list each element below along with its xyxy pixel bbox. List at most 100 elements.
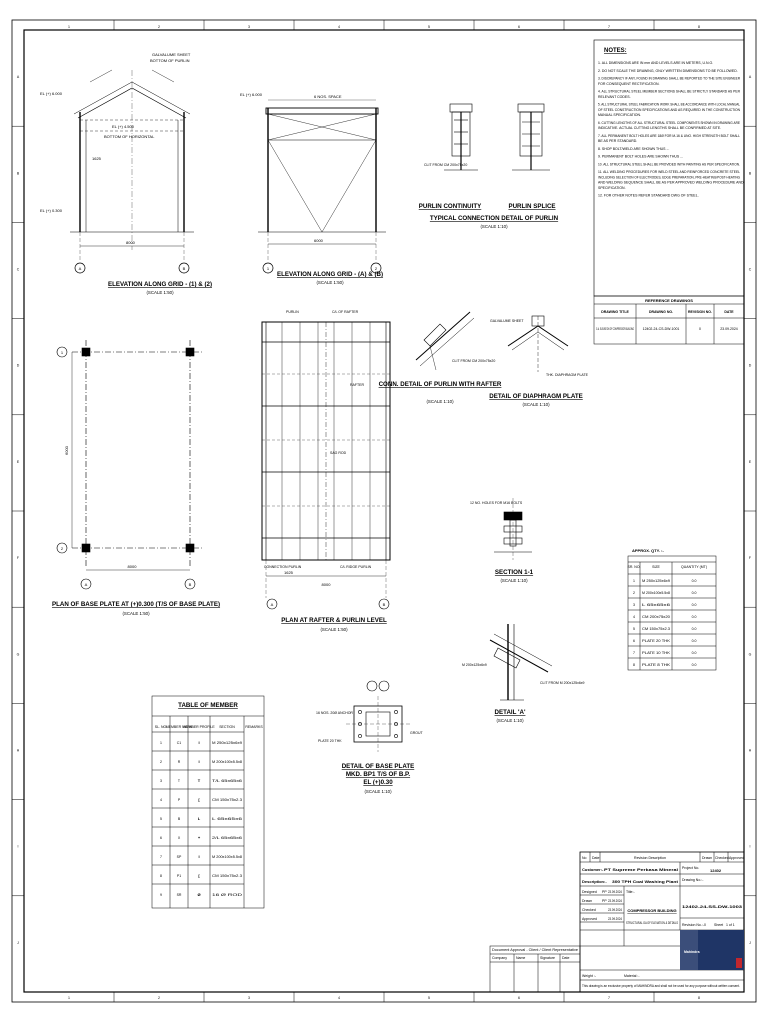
bp-plan-scale: (SCALE 1:50) (122, 611, 150, 616)
dp-title: DETAIL OF DIAPHRAGM PLATE (489, 393, 583, 400)
member-cell: 1 (160, 741, 162, 745)
member-cell: T (198, 778, 201, 783)
note-item-6: 6. CUTTING LENGTHS OF ALL STRUCTURAL STE… (598, 121, 741, 125)
border-row-label-right: E (749, 460, 752, 464)
tb-rev-date: Date (592, 856, 599, 860)
border-col-label-top: 7 (608, 25, 610, 29)
s11-scale: (SCALE 1:10) (500, 578, 528, 583)
tb-weight-label: Weight :- (582, 974, 597, 978)
reference-drawings-table (593, 295, 745, 345)
tb-rev-desc: Revision Description (634, 856, 666, 860)
qty-cell-quantity: 0.0 (692, 651, 697, 655)
border-col-label-top: 6 (518, 25, 520, 29)
note-item-9: 9. PERMANENT BOLT HOLES ARE SHOWN THUS .… (598, 155, 683, 159)
border-col-label-top: 5 (428, 25, 430, 29)
tb-disclaimer: This drawing is an exclusive property of… (582, 984, 740, 988)
qty-cell-sr: 4 (633, 615, 635, 619)
border-row-label-left: J (17, 941, 19, 945)
member-col-header: SL. NO. (155, 725, 167, 729)
dp-scale: (SCALE 1:10) (522, 402, 550, 407)
pr-scale: (SCALE 1:10) (426, 399, 454, 404)
member-cell: + (198, 835, 201, 840)
ref-row-date: 23.09.2024 (720, 327, 738, 331)
sign-row-role: Approved (582, 917, 597, 921)
border-col-label-bottom: 2 (158, 996, 160, 1000)
qty-cell-size: M 250x125x6x9 (642, 579, 670, 583)
member-cell: 5 (160, 817, 162, 821)
bp-grid-1: 1 (61, 350, 64, 355)
sign-row-role: Checked (582, 908, 596, 912)
note-item-4: 4. ALL STRUCTURAL STEEL MEMBER SECTIONS … (598, 90, 740, 94)
base-plate-detail (346, 680, 410, 752)
diaphragm-plate-detail (507, 315, 569, 372)
tb-title: COMPRESSOR BUILDING (627, 908, 676, 913)
tb-rev-drawn: Drawn (702, 856, 712, 860)
tb-description-label: Description:- (582, 879, 607, 884)
tb-sheet: 1 of 1 (726, 923, 735, 927)
member-cell: P (178, 798, 181, 802)
elev1-note-sheet: GALVALUME SHEET (152, 52, 191, 57)
member-cell: M 250x125x6x9 (212, 741, 242, 745)
elev1-dim-left: 1625 (92, 156, 102, 161)
member-cell: T/L 65x65x6 (212, 779, 242, 783)
elev2-level: EL (+) 6.000 (240, 92, 263, 97)
ref-col-date: DATE (724, 310, 734, 314)
note-item-2: 2. DO NOT SCALE THE DRAWING, ONLY WRITTE… (598, 69, 738, 73)
tb-approval-heading: Document Approval - Client / Client Repr… (492, 948, 578, 952)
qty-col-sr: SR. NO. (627, 565, 640, 569)
purlin-rafter-conn-detail (415, 311, 475, 371)
member-col-header: REMARKS (245, 725, 263, 729)
rp-grid-b: B (383, 602, 386, 607)
border-col-label-top: 8 (698, 25, 700, 29)
rp-scale: (SCALE 1:50) (320, 627, 348, 632)
border-col-label-bottom: 8 (698, 996, 700, 1000)
member-col-header: SECTION (219, 725, 235, 729)
member-col-header: MEMBER PROFILE (183, 725, 215, 729)
tb-approval-name: Name (516, 956, 525, 960)
note-item-5: MANUAL SPECIFICATION. (598, 113, 641, 117)
tb-material-label: Material :- (624, 974, 640, 978)
border-row-label-left: C (17, 268, 20, 272)
tb-drawing-no: 12402-24-SS-DW-1003 (682, 904, 743, 909)
elev1-note-purlin: BOTTOM OF PURLIN (150, 58, 190, 63)
member-cell: SR (177, 893, 182, 897)
tb-company-logo: Mahindra (684, 950, 700, 954)
note-item-1: 1. ALL DIMENSIONS ARE IN mm AND LEVELS A… (598, 61, 713, 65)
elev2-top-dim: 6 NOS. SPACE (314, 94, 342, 99)
ref-row-revision: 0 (699, 327, 701, 331)
purlin-cleat-note: CLIT FROM CM 200x75x20 (424, 163, 467, 167)
rp-label-connection: CONNECTION PURLIN (264, 565, 302, 569)
member-cell: CM 150x75x2.3 (212, 874, 242, 878)
member-cell: CM 150x75x2.3 (212, 798, 242, 802)
border-row-label-right: J (749, 941, 751, 945)
elev1-note-horizontal: BOTTOM OF HORIZONTAL (104, 134, 155, 139)
qty-cell-size: CM 200x75x20 (642, 615, 670, 619)
qty-cell-quantity: 0.0 (692, 591, 697, 595)
da-label-member: M 200x125x6x9 (462, 663, 487, 667)
elev1-title: ELEVATION ALONG GRID - (1) & (2) (108, 281, 212, 288)
elev1-eave-level: EL (+) 4.500 (112, 124, 135, 129)
detail-a (489, 624, 553, 701)
purlin-connection-scale: (SCALE 1:10) (480, 224, 508, 229)
member-col-header: MEMBER MARK (166, 725, 193, 729)
tb-approval-date: Date (562, 956, 569, 960)
qty-col-size: SIZE (652, 565, 660, 569)
rp-label-rafter: RAFTER (350, 383, 364, 387)
sign-row-date: 23.09.2024 (608, 890, 622, 894)
note-item-7: 7. ALL PERMANENT BOLT HOLES ARE 18Ø FOR … (598, 134, 740, 138)
notes-list: 1. ALL DIMENSIONS ARE IN mm AND LEVELS A… (598, 61, 744, 198)
qty-cell-size: M 200x100x5.5x8 (642, 591, 670, 595)
tb-customer: PT Supreme Perkasa Mineral (604, 867, 678, 872)
qty-cell-sr: 8 (633, 663, 635, 667)
member-cell: 8 (160, 874, 162, 878)
border-col-label-bottom: 7 (608, 996, 610, 1000)
member-cell: 2/L 65x65x6 (212, 836, 242, 840)
rp-label-sag-rod: SAG ROD (330, 451, 347, 455)
section-1-1 (494, 498, 532, 560)
rp-grid-a: A (271, 602, 274, 607)
border-row-label-right: D (749, 364, 752, 368)
border-col-label-bottom: 3 (248, 996, 250, 1000)
qty-cell-quantity: 0.0 (692, 615, 697, 619)
